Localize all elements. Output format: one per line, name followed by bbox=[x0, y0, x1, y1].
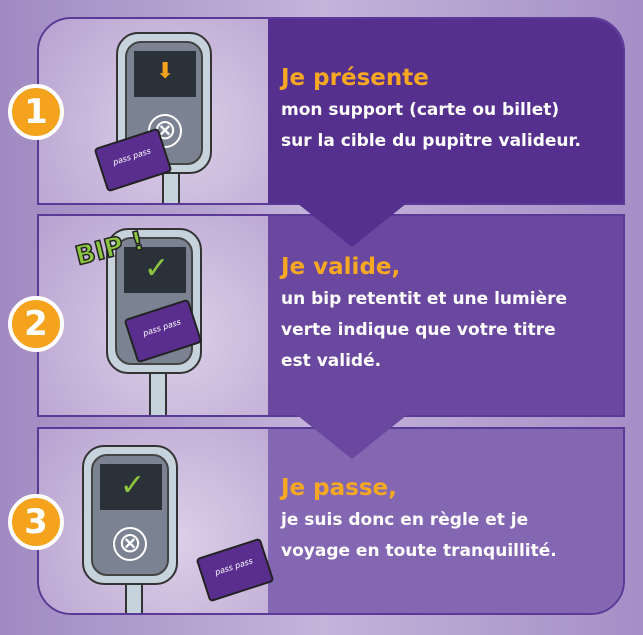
chevron-down-icon bbox=[297, 203, 407, 247]
step-text: sur la cible du pupitre valideur. bbox=[281, 131, 581, 151]
step-number-2: 2 bbox=[8, 296, 64, 352]
step-title: Je présente bbox=[281, 65, 429, 91]
validator-illustration: ⬇ ⊗ pass pass bbox=[39, 19, 268, 203]
chevron-down-icon bbox=[297, 415, 407, 459]
check-icon: ✓ bbox=[120, 468, 146, 503]
pass-card: pass pass bbox=[93, 127, 173, 193]
validator-illustration: ✓ BIP ! pass pass bbox=[39, 216, 268, 415]
step-title: Je passe, bbox=[281, 475, 397, 501]
step-title: Je valide, bbox=[281, 254, 401, 280]
step-panel-2: ✓ BIP ! pass pass Je valide, un bip rete… bbox=[37, 214, 625, 417]
check-icon: ✓ bbox=[144, 251, 170, 286]
step-text: verte indique que votre titre bbox=[281, 320, 556, 340]
step-number-1: 1 bbox=[8, 84, 64, 140]
validator-illustration: ✓ ⊗ pass pass bbox=[39, 429, 275, 613]
step-text: mon support (carte ou billet) bbox=[281, 100, 560, 120]
pass-card: pass pass bbox=[195, 537, 275, 603]
step-text: je suis donc en règle et je bbox=[281, 510, 529, 530]
step-panel-3: ✓ ⊗ pass pass Je passe, je suis donc en … bbox=[37, 427, 625, 615]
arrow-down-icon: ⬇ bbox=[156, 59, 175, 84]
step-number-3: 3 bbox=[8, 494, 64, 550]
step-text: est validé. bbox=[281, 351, 382, 371]
step-text: un bip retentit et une lumière bbox=[281, 289, 568, 309]
step-text: voyage en toute tranquillité. bbox=[281, 541, 557, 561]
step-panel-1: ⬇ ⊗ pass pass Je présente mon support (c… bbox=[37, 17, 625, 205]
target-icon: ⊗ bbox=[113, 527, 147, 561]
